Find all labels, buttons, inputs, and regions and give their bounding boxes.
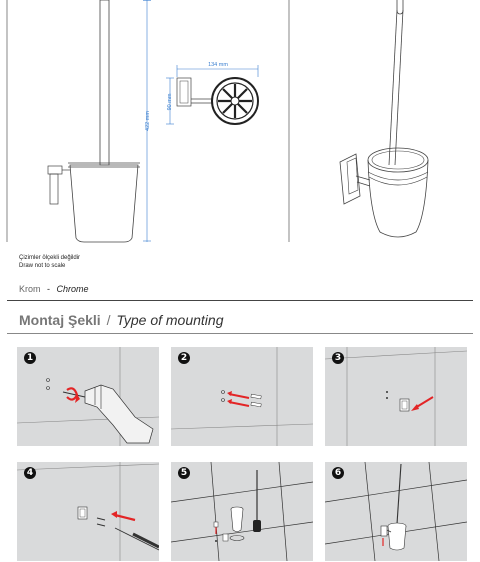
bracket-screw-icon	[325, 347, 467, 446]
section-divider-bottom	[7, 333, 473, 334]
mounting-title-en: Type of mounting	[116, 312, 224, 328]
finish-tr: Krom	[19, 284, 41, 294]
step-6-number: 6	[332, 467, 344, 479]
step-6-panel	[325, 462, 467, 561]
perspective-view-drawing	[339, 0, 429, 238]
scale-note-tr: Çizimler ölçekli değildir	[19, 255, 81, 261]
mounting-title-tr: Montaj Şekli	[19, 312, 101, 328]
step-4-panel	[17, 462, 159, 561]
step-4-number: 4	[24, 467, 36, 479]
step-5-number: 5	[178, 467, 190, 479]
scale-note-en: Draw not to scale	[19, 263, 66, 269]
mounting-separator: /	[106, 312, 111, 328]
scale-note: Çizimler ölçekli değildir Draw not to sc…	[19, 254, 80, 270]
height-dimension-label: 422 mm	[145, 111, 151, 131]
step-1-panel	[17, 347, 159, 446]
step-3-panel	[325, 347, 467, 446]
step-1-number: 1	[24, 352, 36, 364]
finish-en: Chrome	[56, 284, 89, 294]
bracket-screwdriver-icon	[17, 462, 159, 561]
parts-assembly-icon	[171, 462, 313, 561]
width-dimension-label: 134 mm	[203, 62, 233, 68]
technical-drawing: 422 mm 134 mm 90 mm	[0, 0, 480, 245]
finished-holder-icon	[325, 462, 467, 561]
anchor-plugs-icon	[171, 347, 313, 446]
step-2-number: 2	[178, 352, 190, 364]
drill-icon	[17, 347, 159, 446]
depth-dimension-label: 90 mm	[167, 93, 173, 111]
finish-separator: -	[47, 284, 51, 294]
step-3-number: 3	[332, 352, 344, 364]
step-2-panel	[171, 347, 313, 446]
side-view-drawing	[47, 0, 151, 243]
top-view-drawing	[166, 65, 259, 125]
step-5-panel	[171, 462, 313, 561]
drawing-frame	[6, 0, 290, 242]
finish-label: Krom - Chrome	[19, 284, 89, 294]
mounting-heading: Montaj Şekli / Type of mounting	[19, 312, 224, 328]
section-divider-top	[7, 300, 473, 301]
